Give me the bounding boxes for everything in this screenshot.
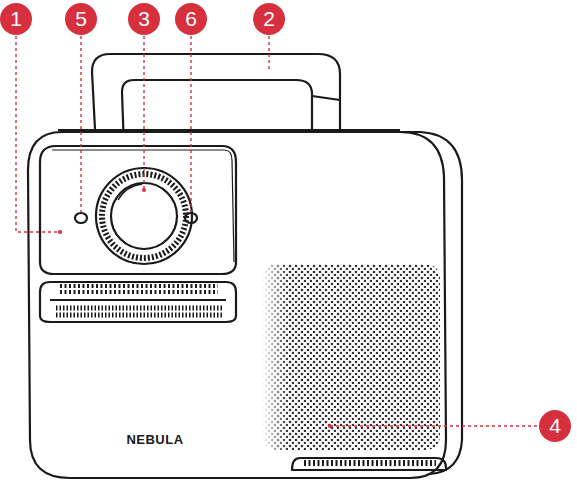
callout-number: 5	[65, 3, 97, 35]
callout-number: 6	[175, 3, 207, 35]
callout-number: 4	[539, 410, 571, 442]
callout-number: 2	[253, 3, 285, 35]
brand-logo: NEBULA	[126, 432, 183, 447]
callout-number: 1	[0, 3, 32, 35]
callout-number: 3	[128, 3, 160, 35]
